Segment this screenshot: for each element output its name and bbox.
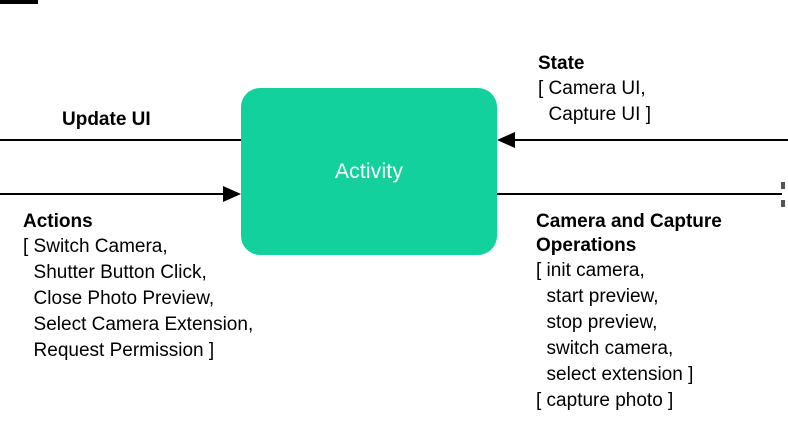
flow-block-actions: Actions [ Switch Camera, Shutter Button … <box>23 210 253 364</box>
actions-item: [ Switch Camera, <box>23 236 168 257</box>
state-item: [ Camera UI, <box>538 78 646 99</box>
camera-operations-item: switch camera, <box>536 338 674 359</box>
flow-label-update-ui: Update UI <box>62 108 151 132</box>
connector-line-state <box>515 139 788 141</box>
camera-operations-header-line1: Camera and Capture <box>536 211 722 232</box>
camera-operations-item: select extension ] <box>536 364 694 385</box>
actions-item: Close Photo Preview, <box>23 288 215 309</box>
camera-operations-item: start preview, <box>536 286 659 307</box>
actions-header: Actions <box>23 211 93 232</box>
state-item: Capture UI ] <box>538 104 651 125</box>
connector-line-update-ui <box>0 139 241 141</box>
connector-line-camera-operations <box>497 193 782 195</box>
camera-operations-item: stop preview, <box>536 312 658 333</box>
activity-node-label: Activity <box>334 160 404 183</box>
camera-operations-item: [ capture photo ] <box>536 390 674 411</box>
flow-block-camera-operations: Camera and Capture Operations [ init cam… <box>536 210 722 414</box>
connector-line-actions <box>0 193 224 195</box>
state-header: State <box>538 53 585 74</box>
camera-operations-header-line2: Operations <box>536 235 637 256</box>
flow-block-state: State [ Camera UI, Capture UI ] <box>538 52 651 128</box>
actions-item: Request Permission ] <box>23 340 215 361</box>
camera-operations-item: [ init camera, <box>536 260 645 281</box>
actions-item: Select Camera Extension, <box>23 314 254 335</box>
activity-node: Activity <box>241 88 497 255</box>
arrowhead-actions-into-activity <box>223 186 241 202</box>
edge-marker-top <box>781 182 785 189</box>
edge-marker-bottom <box>781 200 785 207</box>
update-ui-header: Update UI <box>62 109 151 130</box>
cropped-edge-bar <box>0 0 38 4</box>
actions-item: Shutter Button Click, <box>23 262 207 283</box>
arrowhead-state-into-activity <box>497 132 515 148</box>
